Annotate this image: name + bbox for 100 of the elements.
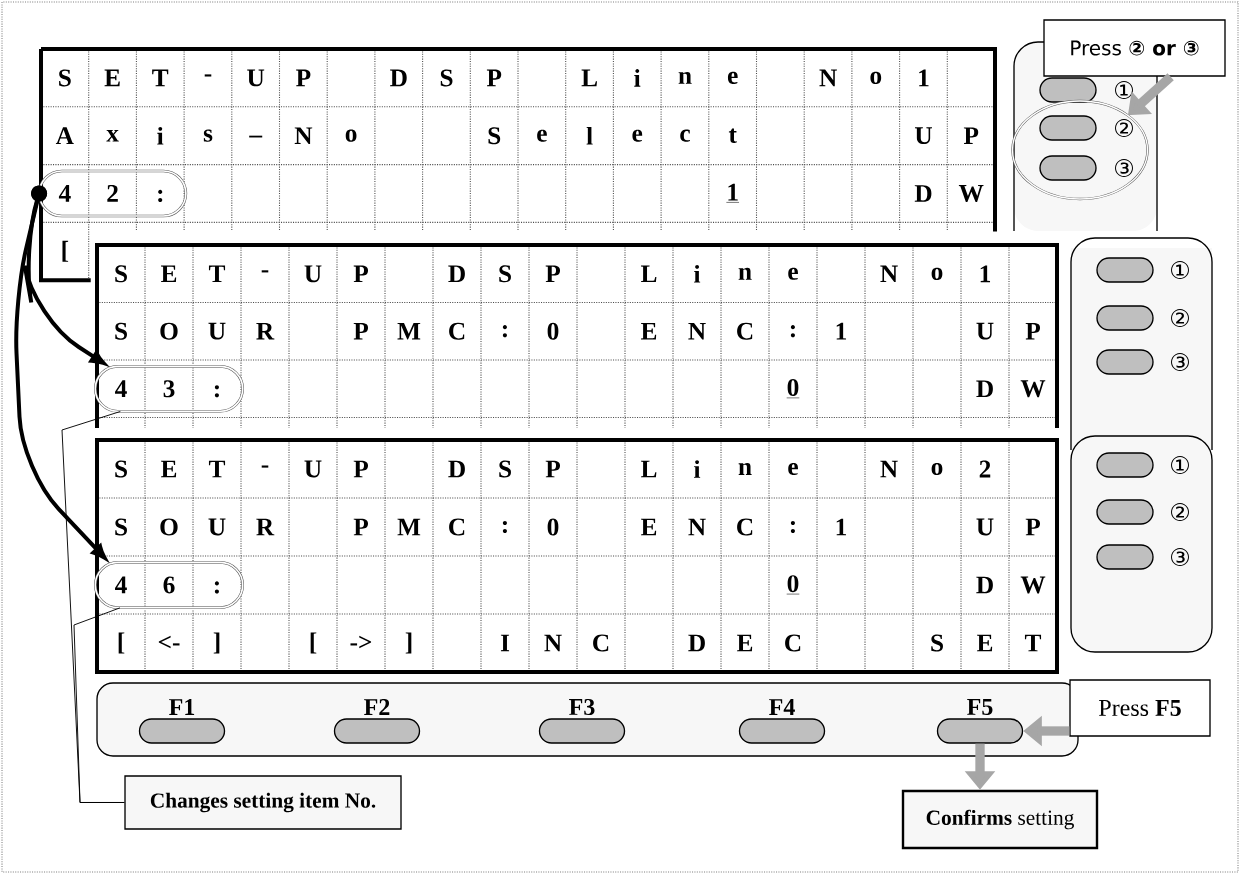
lcd-character: C xyxy=(449,322,465,340)
lcd-character: E xyxy=(161,265,177,283)
lcd-character: [ xyxy=(118,632,125,654)
lcd-character: N xyxy=(688,322,706,340)
lcd-character: e xyxy=(632,129,643,142)
lcd-character: D xyxy=(390,69,407,87)
lcd-character: I xyxy=(500,634,510,652)
lcd-character: T xyxy=(152,69,169,87)
lcd-character: L xyxy=(581,69,597,87)
lcd-character: N xyxy=(819,69,837,87)
lcd-character: 0 xyxy=(786,378,800,399)
lcd-character: N xyxy=(880,265,898,283)
lcd-character: 0 xyxy=(547,518,559,536)
node-label: F4 xyxy=(769,699,795,715)
lcd-character: o xyxy=(931,462,943,476)
lcd-character: : xyxy=(790,520,795,534)
lcd-character: e xyxy=(788,462,798,476)
lcd-character: P xyxy=(963,127,979,144)
lcd-character: U xyxy=(247,69,265,87)
function-key: F5 xyxy=(936,699,1024,744)
lcd-character: N xyxy=(294,127,313,144)
function-key: F2 xyxy=(333,699,421,744)
callout-box: Changes setting item No. xyxy=(124,775,402,830)
lcd-character: R xyxy=(256,518,275,536)
lcd-character: S xyxy=(488,127,501,145)
circled-number: ③ xyxy=(1171,548,1189,566)
lcd-character: 1 xyxy=(726,183,740,203)
lcd-character: : xyxy=(502,325,507,338)
lcd-character: ] xyxy=(405,632,412,654)
lcd-character: e xyxy=(537,129,547,142)
lcd-character: o xyxy=(870,71,882,84)
leader-line xyxy=(73,607,125,803)
circled-number: ③ xyxy=(1115,159,1133,177)
lcd-character: o xyxy=(345,129,357,142)
function-key: F1 xyxy=(138,699,226,744)
lcd-character: W xyxy=(958,185,984,202)
selection-oval: 4 3 : xyxy=(93,365,245,413)
lcd-character: S xyxy=(115,460,127,478)
lcd-character: S xyxy=(499,460,511,478)
lcd-character: D xyxy=(914,185,932,202)
lcd-character: D xyxy=(976,380,993,398)
lcd-character: C xyxy=(785,634,801,652)
lcd-character: o xyxy=(931,267,943,280)
lcd-character: D xyxy=(976,576,993,594)
lcd-character: E xyxy=(977,634,993,652)
selection-oval: 4 6 : xyxy=(94,561,245,609)
lcd-character: P xyxy=(353,518,368,536)
lcd-character: N xyxy=(880,460,898,478)
lcd-character: 0 xyxy=(786,575,800,595)
lcd-character: S xyxy=(115,265,127,283)
lcd-character: E xyxy=(641,322,657,340)
lcd-character: R xyxy=(256,322,275,340)
lcd-character: e xyxy=(727,71,738,84)
lcd-character: D xyxy=(448,460,465,478)
lcd-character: n xyxy=(678,71,692,84)
lcd-character: D xyxy=(448,265,465,283)
lcd-character: U xyxy=(915,127,932,145)
function-key: F3 xyxy=(538,698,626,744)
lcd-character: T xyxy=(208,265,226,283)
lcd-character: [ xyxy=(310,632,317,654)
lcd-character: n xyxy=(738,267,752,280)
callout-box: Confirms setting xyxy=(901,789,1099,850)
lcd-character: S xyxy=(115,518,127,536)
lcd-character: - xyxy=(204,74,212,77)
node-label: F1 xyxy=(169,699,195,715)
lcd-character: P xyxy=(353,322,368,340)
lcd-character: 2 xyxy=(979,460,991,478)
lcd-character: t xyxy=(728,128,737,143)
lcd-character: E xyxy=(737,634,753,652)
lcd-character: P xyxy=(353,265,368,283)
lcd-character: N xyxy=(688,518,706,536)
lcd-character: P xyxy=(1025,518,1040,536)
lcd-character: 0 xyxy=(547,322,559,340)
callout-box: Press ② or ③ xyxy=(1043,19,1226,77)
lcd-character: P xyxy=(296,69,311,87)
lcd-character: C xyxy=(449,518,465,536)
lcd-character: L xyxy=(641,265,657,283)
lcd-character: 1 xyxy=(919,69,929,87)
node-label: F3 xyxy=(569,698,595,716)
circled-number: ① xyxy=(1171,261,1189,279)
lcd-character: S xyxy=(499,265,511,283)
lcd-character: n xyxy=(738,463,752,475)
lcd-character: 1 xyxy=(836,322,847,340)
lcd-character: i xyxy=(694,265,701,283)
lcd-character: <- xyxy=(158,635,180,649)
lcd-character: E xyxy=(641,518,657,536)
lcd-character: - xyxy=(261,465,269,468)
lcd-character: 1 xyxy=(836,518,847,536)
circled-number: ② xyxy=(1171,503,1189,521)
lcd-character: - xyxy=(261,270,269,273)
lcd-character: D xyxy=(688,634,705,652)
lcd-character: U xyxy=(208,322,226,340)
node-label: F2 xyxy=(364,699,390,715)
lcd-character: S xyxy=(440,69,453,87)
lcd-character: P xyxy=(545,460,560,478)
lcd-character: T xyxy=(208,460,226,478)
function-key: F4 xyxy=(738,699,826,744)
lcd-character: P xyxy=(1025,322,1040,340)
lcd-character: A xyxy=(55,127,74,145)
lcd-character: c xyxy=(680,129,690,142)
